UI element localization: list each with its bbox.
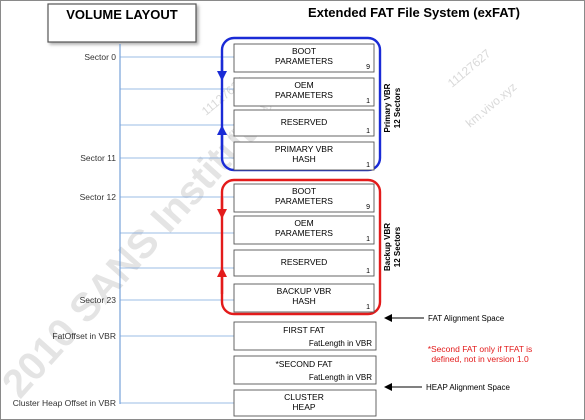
primary-reserved-count: 1	[366, 128, 370, 135]
second-fat-title: *SECOND FAT	[276, 359, 333, 369]
primary-hash-count: 1	[366, 162, 370, 169]
backup-vbr-side-label-2: 12 Sectors	[393, 226, 402, 267]
cluster-heap-line1: CLUSTER	[284, 392, 324, 402]
backup-reserved-block	[233, 249, 375, 277]
backup-reserved-label: RESERVED	[281, 257, 328, 267]
cluster-heap-block	[233, 389, 377, 417]
second-fat-note-line1: *Second FAT only if TFAT is	[428, 344, 533, 354]
backup-vbr-bracket	[220, 178, 382, 316]
heap-alignment-label: HEAP Alignment Space	[426, 383, 510, 392]
title-box	[47, 3, 197, 43]
backup-oem-line2: PARAMETERS	[275, 228, 333, 238]
sector-12-label: Sector 12	[80, 192, 117, 202]
primary-vbr-side-label-2: 12 Sectors	[393, 87, 402, 128]
second-fat-block	[233, 355, 377, 385]
title-box-text: VOLUME LAYOUT	[66, 7, 178, 22]
primary-hash-line2: HASH	[292, 154, 316, 164]
cluster-heap-line2: HEAP	[292, 402, 315, 412]
backup-boot-line1: BOOT	[292, 186, 316, 196]
backup-hash-line2: HASH	[292, 296, 316, 306]
second-fat-note-line2: defined, not in version 1.0	[431, 354, 529, 364]
first-fat-sub: FatLength in VBR	[309, 339, 372, 348]
second-fat-sub: FatLength in VBR	[309, 373, 372, 382]
sector-23-label: Sector 23	[80, 295, 117, 305]
fat-alignment-label: FAT Alignment Space	[428, 314, 505, 323]
backup-vbr-hash-block	[233, 283, 375, 313]
primary-oem-count: 1	[366, 98, 370, 105]
primary-boot-count: 9	[366, 64, 370, 71]
backup-oem-line1: OEM	[294, 218, 313, 228]
backup-boot-count: 9	[366, 204, 370, 211]
primary-oem-line2: PARAMETERS	[275, 90, 333, 100]
backup-oem-count: 1	[366, 236, 370, 243]
primary-reserved-label: RESERVED	[281, 117, 328, 127]
primary-vbr-side-label-1: Primary VBR	[383, 83, 392, 132]
primary-boot-line2: PARAMETERS	[275, 56, 333, 66]
fat-region: FIRST FAT FatLength in VBR *SECOND FAT F…	[233, 321, 377, 417]
backup-vbr-side-label-1: Backup VBR	[383, 223, 392, 271]
cluster-heap-offset-label: Cluster Heap Offset in VBR	[13, 398, 116, 408]
page-heading: Extended FAT File System (exFAT)	[308, 5, 520, 20]
backup-boot-parameters-block	[233, 183, 375, 213]
first-fat-block	[233, 321, 377, 351]
primary-oem-parameters-block	[233, 77, 375, 107]
leader-lines	[120, 56, 234, 404]
backup-boot-line2: PARAMETERS	[275, 196, 333, 206]
backup-hash-count: 1	[366, 304, 370, 311]
backup-reserved-count: 1	[366, 268, 370, 275]
sector-0-label: Sector 0	[84, 52, 116, 62]
annotations: FAT Alignment Space *Second FAT only if …	[384, 314, 533, 392]
fat-offset-label: FatOffset in VBR	[52, 331, 116, 341]
sector-11-label: Sector 11	[80, 153, 116, 163]
primary-oem-line1: OEM	[294, 80, 313, 90]
primary-vbr-hash-block	[233, 141, 375, 171]
backup-hash-line1: BACKUP VBR	[277, 286, 332, 296]
primary-boot-line1: BOOT	[292, 46, 316, 56]
first-fat-title: FIRST FAT	[283, 325, 325, 335]
primary-vbr-group: BOOT PARAMETERS 9 OEM PARAMETERS 1 RESER…	[217, 36, 402, 172]
backup-oem-parameters-block	[233, 215, 375, 245]
backup-vbr-group: BOOT PARAMETERS 9 OEM PARAMETERS 1 RESER…	[217, 178, 402, 316]
primary-boot-parameters-block	[233, 43, 375, 73]
primary-hash-line1: PRIMARY VBR	[275, 144, 333, 154]
primary-reserved-block	[233, 109, 375, 137]
